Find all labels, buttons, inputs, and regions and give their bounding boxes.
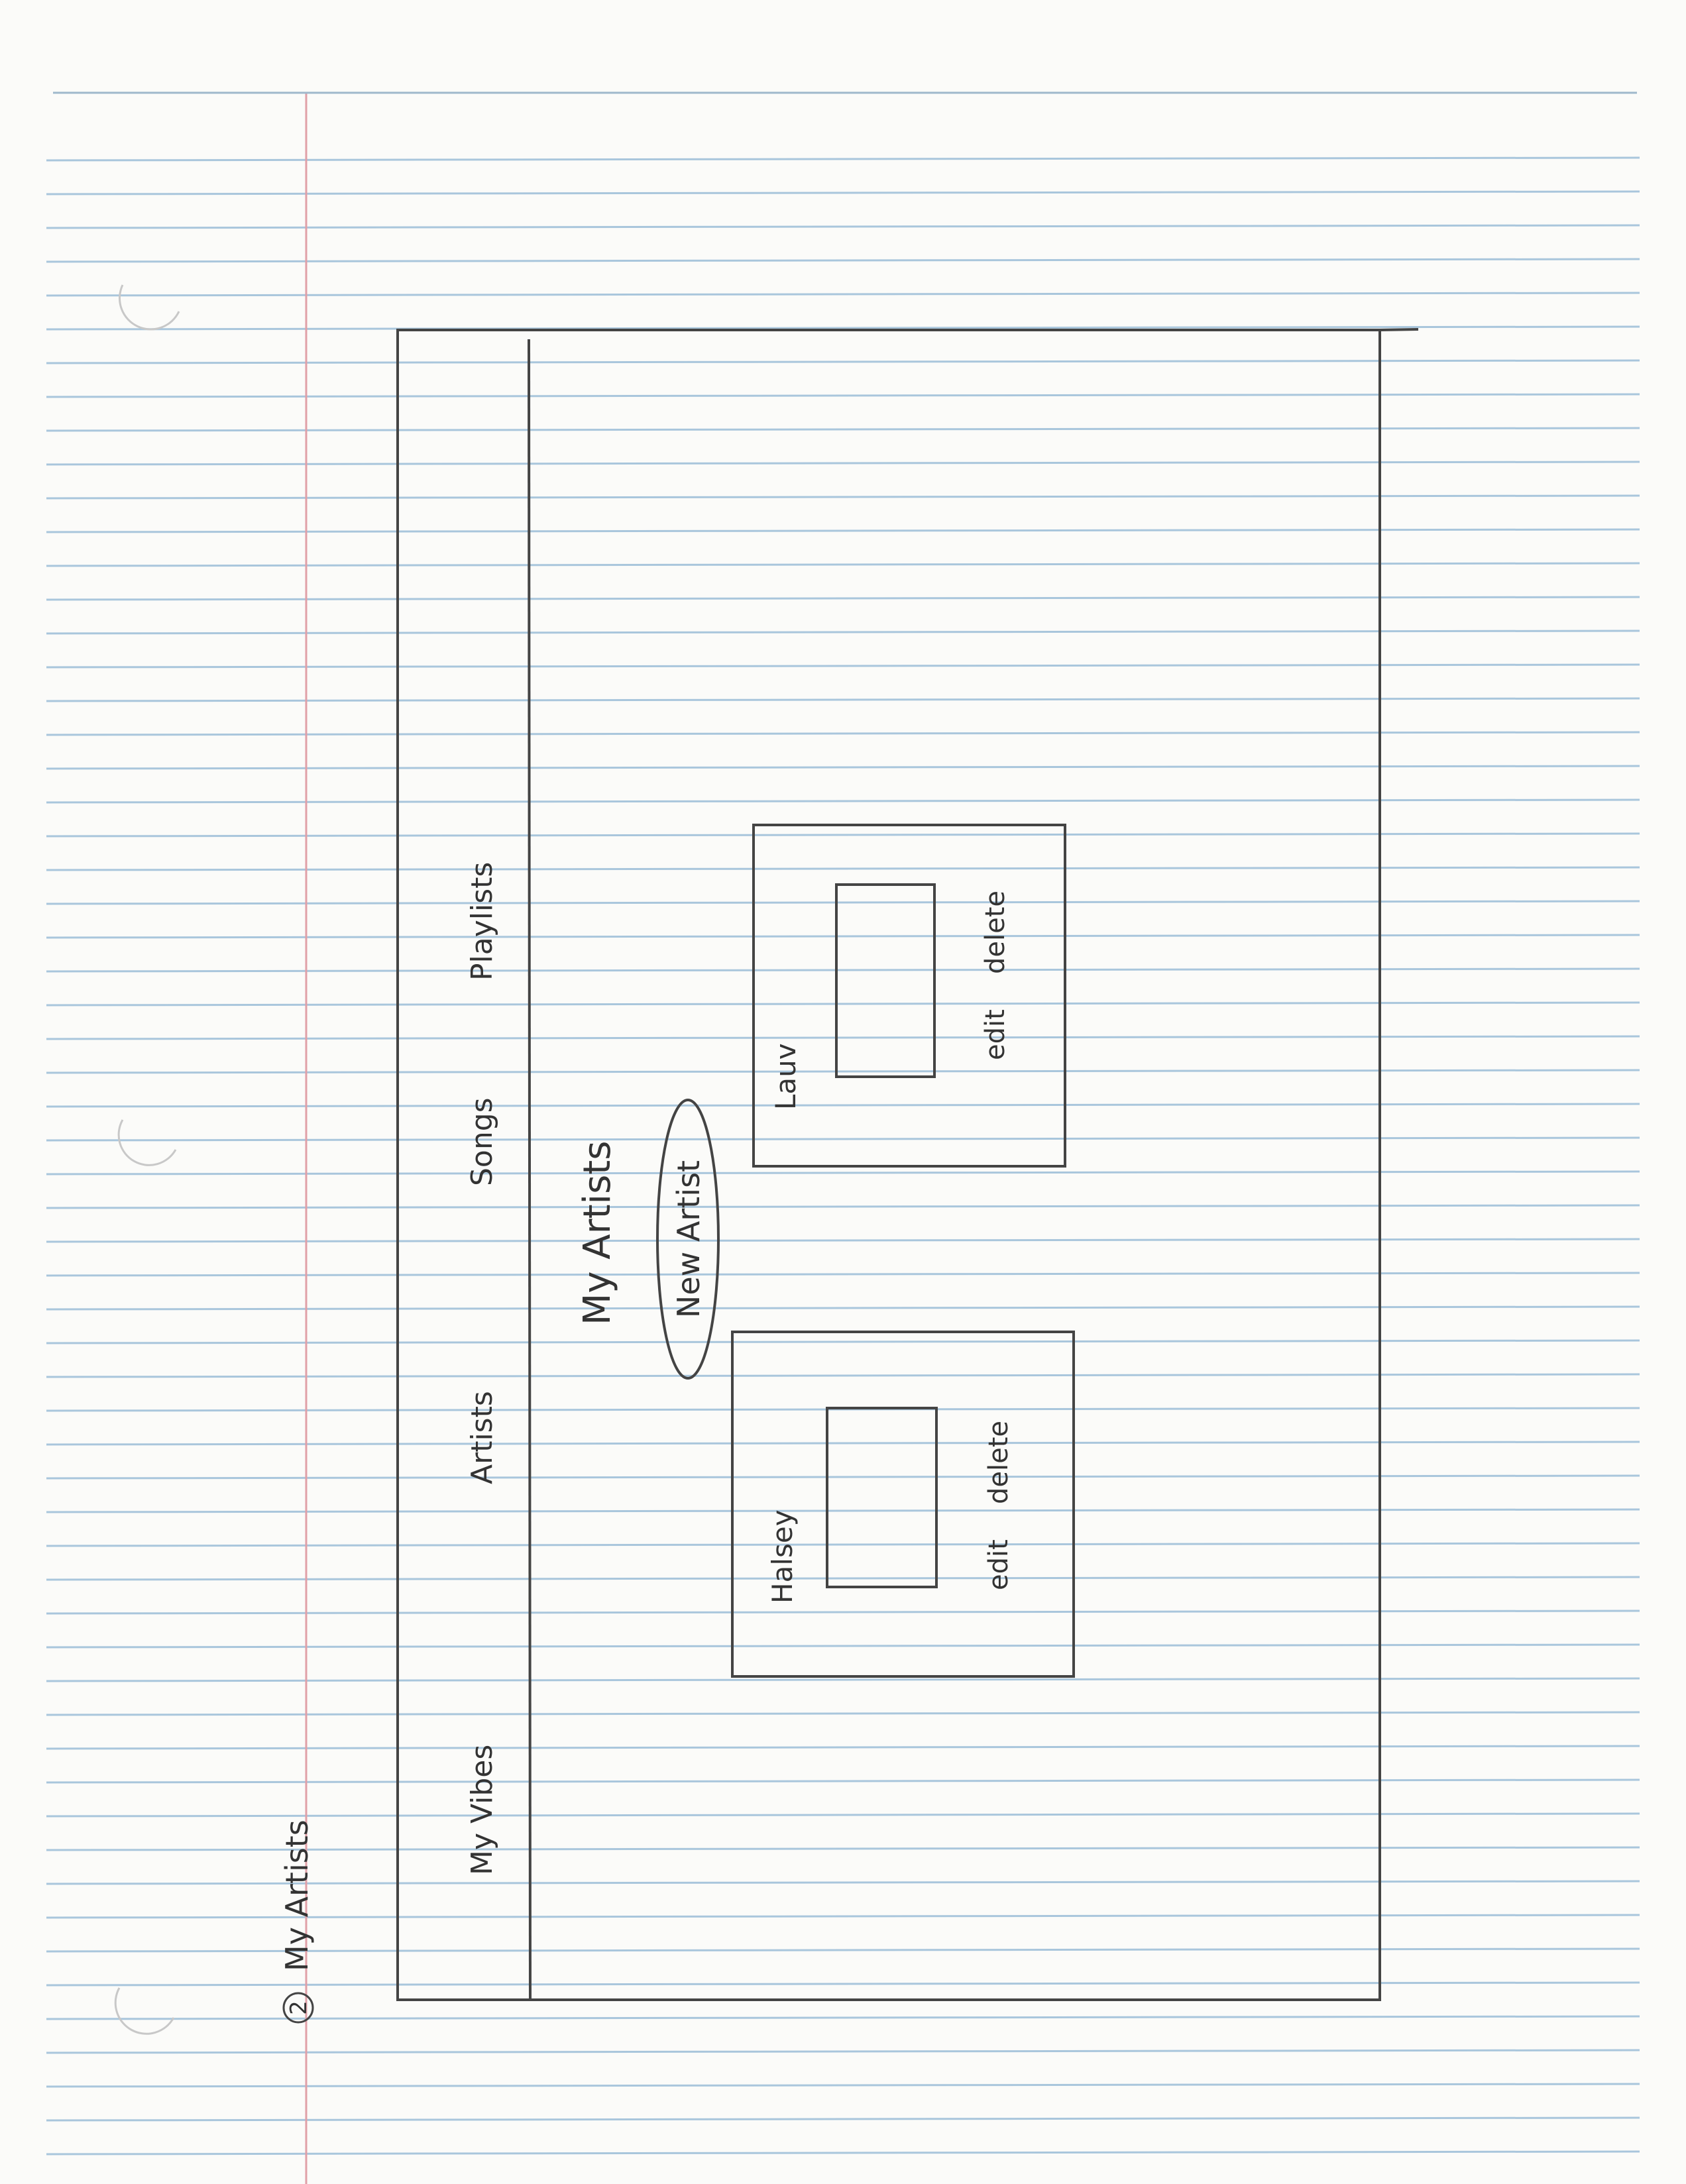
rule-line xyxy=(46,1947,1640,1953)
rule-line xyxy=(46,292,1640,297)
rule-line xyxy=(46,866,1640,871)
rule-line xyxy=(46,1001,1640,1007)
nav-item-songs[interactable]: Songs xyxy=(465,1097,499,1186)
rule-line xyxy=(46,1576,1640,1581)
nav-item-artists[interactable]: Artists xyxy=(465,1391,499,1484)
page-number: 2 xyxy=(286,2000,312,2015)
rule-line xyxy=(46,2083,1640,2088)
rule-line xyxy=(46,731,1640,736)
rule-line xyxy=(46,224,1640,229)
rule-line xyxy=(46,765,1640,770)
rule-line xyxy=(46,1778,1640,1784)
rule-line xyxy=(46,1474,1640,1480)
delete-button[interactable]: delete xyxy=(980,891,1011,974)
nav-item-playlists[interactable]: Playlists xyxy=(465,862,499,981)
app-frame-extension xyxy=(1379,328,1419,331)
artist-name: Halsey xyxy=(766,1509,799,1604)
rule-line xyxy=(46,156,1640,162)
rule-line xyxy=(46,1204,1640,1209)
rule-line xyxy=(46,1981,1640,1987)
binder-hole-middle xyxy=(117,1119,177,1166)
rule-line xyxy=(46,1305,1640,1311)
rule-line xyxy=(46,1508,1640,1513)
rule-line xyxy=(46,629,1640,635)
artist-card-lauv: Lauv edit delete xyxy=(752,824,1066,1168)
rule-line xyxy=(46,1170,1640,1175)
rule-line xyxy=(46,427,1640,432)
rule-line xyxy=(46,663,1640,669)
rule-line xyxy=(46,1272,1640,1277)
rule-line xyxy=(46,393,1640,398)
rule-line xyxy=(46,798,1640,804)
rule-line xyxy=(46,1035,1640,1040)
rule-line xyxy=(46,1373,1640,1378)
rule-line xyxy=(46,1136,1640,1142)
rule-line xyxy=(46,832,1640,838)
rule-line xyxy=(46,1812,1640,1818)
artist-card-frame xyxy=(752,824,1066,1168)
rule-line xyxy=(46,1914,1640,1919)
page-number-circle xyxy=(282,1992,314,2024)
rule-line xyxy=(46,1610,1640,1615)
rule-line xyxy=(46,934,1640,939)
rule-line xyxy=(46,1643,1640,1649)
rule-line xyxy=(46,2015,1640,2020)
artist-name: Lauv xyxy=(769,1043,802,1110)
rule-line xyxy=(46,325,1640,331)
rule-line xyxy=(46,461,1640,466)
rule-line xyxy=(46,1339,1640,1344)
rule-line xyxy=(46,697,1640,702)
rule-line xyxy=(46,494,1640,500)
new-artist-button[interactable] xyxy=(656,1099,720,1380)
rule-line xyxy=(46,1711,1640,1716)
artist-image-placeholder xyxy=(826,1407,938,1588)
rule-line xyxy=(46,258,1640,263)
rule-line xyxy=(46,1238,1640,1243)
rule-line xyxy=(46,596,1640,601)
rule-line xyxy=(46,1745,1640,1750)
rule-line xyxy=(46,359,1640,364)
rule-line xyxy=(46,2049,1640,2054)
rule-line xyxy=(46,562,1640,567)
navbar-divider xyxy=(528,339,532,2000)
edit-button[interactable]: edit xyxy=(984,1539,1014,1590)
app-frame xyxy=(396,329,1381,2001)
rule-line xyxy=(46,1677,1640,1682)
edit-button[interactable]: edit xyxy=(980,1009,1011,1060)
new-artist-label[interactable]: New Artist xyxy=(671,1160,706,1318)
rule-line xyxy=(46,900,1640,905)
rule-line xyxy=(46,1441,1640,1446)
binder-hole-top xyxy=(119,284,180,331)
rule-line xyxy=(46,967,1640,973)
rule-line xyxy=(46,528,1640,533)
artist-card-frame xyxy=(731,1331,1075,1678)
artist-card-halsey: Halsey edit delete xyxy=(731,1331,1075,1678)
rule-line xyxy=(46,1069,1640,1074)
nav-brand[interactable]: My Vibes xyxy=(465,1745,499,1875)
rule-line xyxy=(46,190,1640,195)
rule-line xyxy=(46,1542,1640,1547)
binder-hole-bottom xyxy=(114,1987,175,2035)
main-heading: My Artists xyxy=(576,1141,619,1325)
rule-line xyxy=(46,1846,1640,1851)
rule-line xyxy=(46,2116,1640,2122)
delete-button[interactable]: delete xyxy=(984,1421,1014,1504)
rule-line xyxy=(46,2150,1640,2156)
rule-line xyxy=(46,1880,1640,1885)
ruled-lines xyxy=(46,156,1640,2156)
page-title: My Artists xyxy=(279,1820,315,1971)
artist-image-placeholder xyxy=(835,883,936,1078)
rule-line xyxy=(46,1103,1640,1108)
